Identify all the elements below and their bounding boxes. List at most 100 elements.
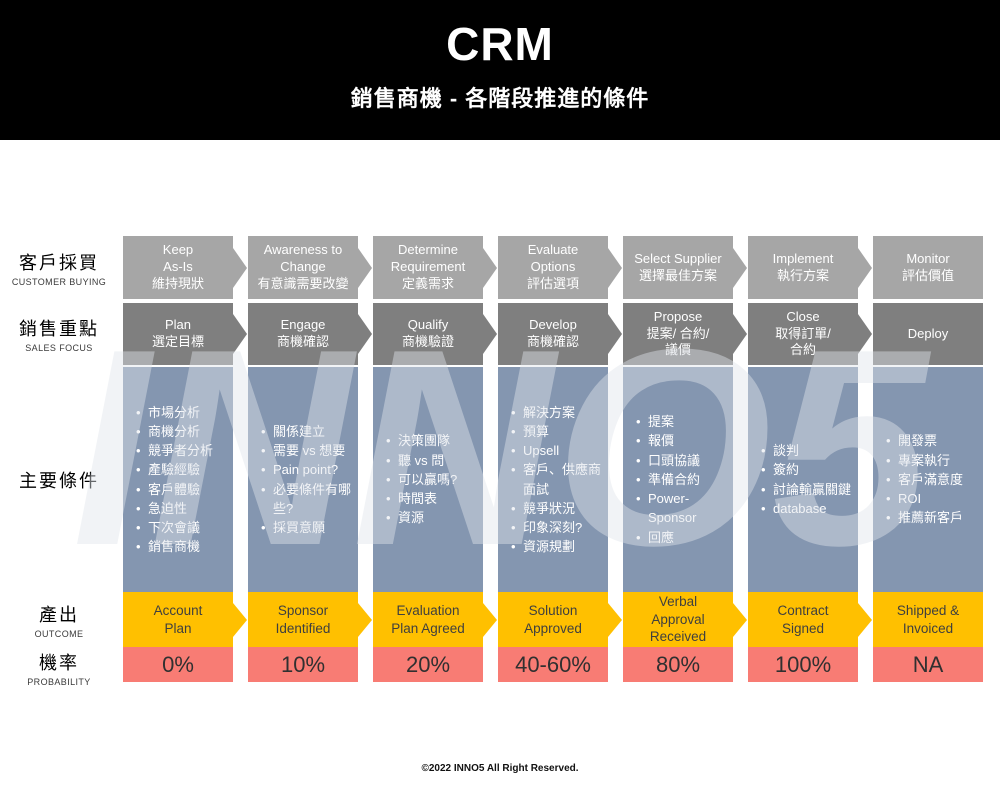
bullet-item: 開發票 xyxy=(886,431,978,450)
side-label-en: CUSTOMER BUYING xyxy=(11,276,107,287)
side-label-customer-buying: 客戶採買 CUSTOMER BUYING xyxy=(0,236,118,299)
bullet-item: ROI xyxy=(886,489,978,508)
chevron-right-icon xyxy=(233,602,247,637)
conditions-list: 市場分析商機分析競爭者分析產驗經驗客戶體驗急迫性下次會議銷售商機 xyxy=(123,367,233,592)
outcome-label: Solution Approved xyxy=(524,602,582,636)
side-label-zh: 銷售重點 xyxy=(19,319,99,339)
chevron-right-icon xyxy=(483,602,497,637)
bullet-item: 決策團隊 xyxy=(386,431,478,450)
buying-stage-cell: Determine Requirement 定義需求 xyxy=(373,236,497,299)
buying-stage-cell: Awareness to Change 有意識需要改變 xyxy=(248,236,372,299)
side-label-en: SALES FOCUS xyxy=(25,343,93,353)
bullet-item: Pain point? xyxy=(261,460,353,479)
probability-value: 100% xyxy=(774,651,832,677)
bullet-item: 商機分析 xyxy=(136,422,228,441)
chevron-right-icon xyxy=(858,602,872,637)
side-label-outcome: 產出 OUTCOME xyxy=(0,592,118,647)
buying-stage-cell: Monitor 評估價值 xyxy=(873,236,983,299)
bullet-item: 銷售商機 xyxy=(136,537,228,556)
probability-value: 10% xyxy=(280,651,326,677)
bullet-item: 急迫性 xyxy=(136,499,228,518)
bullet-item: 下次會議 xyxy=(136,518,228,537)
side-label-zh: 主要條件 xyxy=(19,470,99,491)
bullet-item: 提案 xyxy=(636,412,728,431)
chevron-right-icon xyxy=(608,602,622,637)
chevron-right-icon xyxy=(608,314,622,354)
focus-stage-cell: Propose 提案/ 合約/ 議價 xyxy=(623,303,747,365)
probability-cell: 40-60% xyxy=(498,647,608,682)
bullet-item: 印象深刻? xyxy=(511,518,603,537)
bullet-item: 專案執行 xyxy=(886,451,978,470)
outcome-row: Account Plan Sponsor Identified Evaluati… xyxy=(123,592,983,647)
stage-label: Propose 提案/ 合約/ 議價 xyxy=(646,308,710,358)
outcome-label: Shipped & Invoiced xyxy=(896,602,960,636)
side-label-key-conditions: 主要條件 xyxy=(0,367,118,592)
side-label-probability: 機率 PROBABILITY xyxy=(0,644,118,692)
bullet-item: 需要 vs 想要 xyxy=(261,441,353,460)
bullet-item: 可以贏嗎? xyxy=(386,470,478,489)
stage-label: Qualify 商機驗證 xyxy=(401,317,454,349)
bullet-item: 資源 xyxy=(386,508,478,527)
outcome-label: Evaluation Plan Agreed xyxy=(391,602,465,636)
probability-value: 80% xyxy=(655,651,701,677)
bullet-item: 報價 xyxy=(636,431,728,450)
bullet-item: 市場分析 xyxy=(136,403,228,422)
probability-value: NA xyxy=(912,651,944,677)
chevron-right-icon xyxy=(233,314,247,354)
bullet-item: 競爭狀況 xyxy=(511,499,603,518)
outcome-cell: Contract Signed xyxy=(748,592,872,647)
stage-label: Close 取得訂單/ 合約 xyxy=(775,308,831,358)
probability-cell: 80% xyxy=(623,647,733,682)
chevron-right-icon xyxy=(358,602,372,637)
slide-title: CRM xyxy=(446,18,554,70)
conditions-cell: 提案報價口頭協議準備合約Power-Sponsor回應 xyxy=(623,367,733,592)
outcome-cell: Account Plan xyxy=(123,592,247,647)
bullet-item: 談判 xyxy=(761,441,853,460)
bullet-item: 競爭者分析 xyxy=(136,441,228,460)
outcome-label: Verbal Approval Received xyxy=(649,594,707,645)
side-label-sales-focus: 銷售重點 SALES FOCUS xyxy=(0,303,118,365)
bullet-item: 產驗經驗 xyxy=(136,460,228,479)
outcome-label: Account Plan xyxy=(153,602,203,636)
chevron-right-icon xyxy=(733,314,747,354)
probability-cell: 10% xyxy=(248,647,358,682)
chevron-right-icon xyxy=(358,314,372,354)
bullet-item: 預算 xyxy=(511,422,603,441)
buying-stage-cell: Implement 執行方案 xyxy=(748,236,872,299)
bullet-item: 口頭協議 xyxy=(636,451,728,470)
buying-stage-cell: Evaluate Options 評估選項 xyxy=(498,236,622,299)
probability-row: 0% 10% 20% 40-60% 80% 100% NA xyxy=(123,647,983,682)
conditions-cell: 解決方案預算Upsell客戶、供應商面試競爭狀況印象深刻?資源規劃 xyxy=(498,367,608,592)
slide-header: CRM 銷售商機 - 各階段推進的條件 xyxy=(0,0,1000,140)
focus-stage-cell: Engage 商機確認 xyxy=(248,303,372,365)
stage-label: Plan 選定目標 xyxy=(151,317,204,349)
conditions-cell: 談判簽約討論輸贏關鍵database xyxy=(748,367,858,592)
stage-label: Awareness to Change 有意識需要改變 xyxy=(257,242,349,291)
conditions-cell: 市場分析商機分析競爭者分析產驗經驗客戶體驗急迫性下次會議銷售商機 xyxy=(123,367,233,592)
probability-value: 40-60% xyxy=(515,651,591,677)
bullet-item: 推薦新客戶 xyxy=(886,508,978,527)
focus-stage-cell: Deploy xyxy=(873,303,983,365)
chevron-right-icon xyxy=(608,247,622,288)
stage-label: Determine Requirement 定義需求 xyxy=(390,242,466,291)
outcome-cell: Sponsor Identified xyxy=(248,592,372,647)
conditions-cell: 開發票專案執行客戶滿意度ROI推薦新客戶 xyxy=(873,367,983,592)
outcome-cell: Shipped & Invoiced xyxy=(873,592,983,647)
probability-cell: 100% xyxy=(748,647,858,682)
stage-label: Develop 商機確認 xyxy=(526,317,579,349)
buying-stage-cell: Keep As-Is 維持現狀 xyxy=(123,236,247,299)
buying-stage-cell: Select Supplier 選擇最佳方案 xyxy=(623,236,747,299)
probability-cell: 20% xyxy=(373,647,483,682)
stage-label: Deploy xyxy=(907,325,949,341)
side-label-zh: 產出 xyxy=(39,604,79,625)
probability-value: 0% xyxy=(162,651,194,677)
chevron-right-icon xyxy=(733,247,747,288)
side-label-en: PROBABILITY xyxy=(27,677,91,687)
stage-label: Keep As-Is 維持現狀 xyxy=(151,242,204,291)
probability-cell: NA xyxy=(873,647,983,682)
conditions-cell: 關係建立需要 vs 想要Pain point?必要條件有哪些?採買意願 xyxy=(248,367,358,592)
chevron-right-icon xyxy=(858,247,872,288)
copyright-footer: ©2022 INNO5 All Right Reserved. xyxy=(421,763,579,774)
bullet-item: database xyxy=(761,499,853,518)
